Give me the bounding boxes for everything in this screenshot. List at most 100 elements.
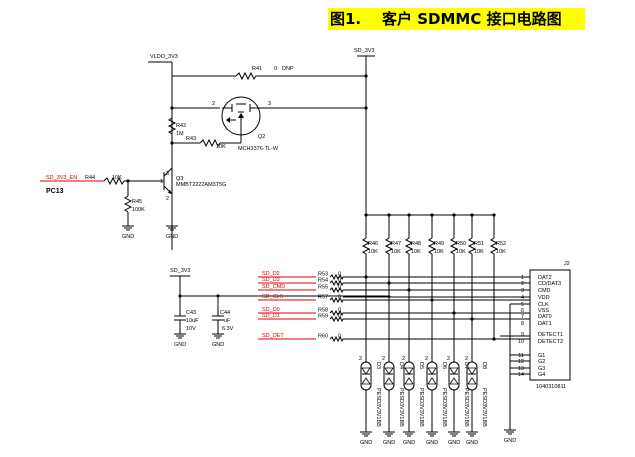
diode-triangle-down xyxy=(467,377,477,385)
pullup-resistor-1 xyxy=(361,237,371,255)
gnd-label-c43: GND xyxy=(174,342,186,348)
pullup-resistor-6 xyxy=(467,237,477,255)
q3-transistor xyxy=(150,167,173,195)
series-resistor xyxy=(329,296,344,304)
esd-diode-body xyxy=(448,361,460,391)
r43-value: 10K xyxy=(216,144,226,150)
q2-pin2: 2 xyxy=(212,101,215,107)
r44-value: 10K xyxy=(112,175,122,181)
diode-pin: 2 xyxy=(465,356,468,362)
pullup-value: 10K xyxy=(456,249,466,255)
series-resistor-value: 0 xyxy=(338,314,341,320)
diode-triangle-down xyxy=(404,377,414,385)
connector-pin-number: 12 xyxy=(518,359,524,365)
connector-pin-name: G2 xyxy=(538,359,545,365)
series-resistor-value: 0 xyxy=(338,334,341,340)
pullup-resistor-3 xyxy=(404,237,414,255)
series-resistor-ref: R59 xyxy=(318,314,328,320)
diode-triangle-up xyxy=(384,367,394,375)
pullup-resistor-5 xyxy=(449,237,459,255)
r41-ref: R41 xyxy=(252,66,262,72)
diode-triangle-up xyxy=(449,367,459,375)
r45-value: 100K xyxy=(132,207,145,213)
connector-pin-number: 2 xyxy=(521,281,524,287)
r41-resistor xyxy=(235,71,257,81)
connector-pin-name: G4 xyxy=(538,372,545,378)
c44-voltage: 6.3V xyxy=(222,326,234,332)
series-resistor-value: 0 xyxy=(338,295,341,301)
signal-net-label: SD_D2 xyxy=(262,271,280,277)
diode-ref: D4 xyxy=(398,362,404,369)
series-resistor-value: 0 xyxy=(338,308,341,314)
q3-pin1: 1 xyxy=(160,179,163,185)
pullup-ref: R51 xyxy=(474,241,484,247)
diode-triangle-down xyxy=(427,377,437,385)
signal-net-label: SD_D1 xyxy=(262,313,280,319)
diode-triangle-down xyxy=(361,377,371,385)
pc13-label: PC13 xyxy=(46,188,64,195)
power-switch-section: VLDO_3V3 SD_3V3 R41 0 DNP 2 3 xyxy=(40,48,375,250)
r44-ref: R44 xyxy=(85,175,95,181)
diode-ref: D5 xyxy=(418,362,424,369)
signal-net-label: SD_DET xyxy=(262,333,284,339)
series-resistor xyxy=(329,335,344,343)
pullup-ref: R46 xyxy=(368,241,378,247)
series-resistor xyxy=(329,309,344,317)
pullup-value: 10K xyxy=(434,249,444,255)
connector-pin-number: 10 xyxy=(518,339,524,345)
diode-part: PESD3V3V1BB xyxy=(441,388,447,427)
connector-ref: J2 xyxy=(564,261,570,267)
c44-value: uF xyxy=(224,318,231,324)
series-resistor-ref: R53 xyxy=(318,272,328,278)
gnd-label-c44: GND xyxy=(212,342,224,348)
connector-pin-number: 6 xyxy=(521,308,524,314)
diode-triangle-up xyxy=(427,367,437,375)
series-resistor-ref: R57 xyxy=(318,295,328,301)
connector-pin-name: G3 xyxy=(538,366,545,372)
diode-ref: D6 xyxy=(441,362,447,369)
pullup-ref: R52 xyxy=(496,241,506,247)
gnd-symbol xyxy=(121,225,135,231)
net-label-sd3v3-left: SD_3V3 xyxy=(170,268,191,274)
connector-pin-name: DETECT1 xyxy=(538,332,563,338)
connector-pin-number: 1 xyxy=(521,275,524,281)
connector-pin-name: DAT0 xyxy=(538,314,552,320)
gnd-label: GND xyxy=(360,440,372,446)
r43-resistor xyxy=(199,138,221,148)
series-resistor xyxy=(329,315,344,323)
q3-pin2: 2 xyxy=(166,196,169,202)
connector-pin-name: G1 xyxy=(538,353,545,359)
c43-ref: C43 xyxy=(186,310,196,316)
diode-part: PESD3V3V1BB xyxy=(463,388,469,427)
esd-diodes: 2D3PESD3V3V1BBGND2D4PESD3V3V1BBGND2D5PES… xyxy=(359,277,487,446)
q3-part: MMBT2222AM3T5G xyxy=(176,182,226,188)
r45-resistor xyxy=(123,195,133,213)
gnd-label-q3: GND xyxy=(166,234,178,240)
diode-triangle-down xyxy=(384,377,394,385)
diode-triangle-up xyxy=(361,367,371,375)
diode-pin: 2 xyxy=(402,356,405,362)
q2-ref: Q2 xyxy=(258,134,265,140)
gnd-label: GND xyxy=(383,440,395,446)
pullup-value: 10K xyxy=(391,249,401,255)
series-resistor xyxy=(329,279,344,287)
gnd-symbol xyxy=(425,431,439,437)
connector-pin-number: 13 xyxy=(518,366,524,372)
connector-pin-name: CD/DAT3 xyxy=(538,281,561,287)
decoupling-section: SD_3V3 GND C43 10uF 10V GND C44 uF 6.3V xyxy=(170,268,390,348)
signal-net-label: SD_CMD xyxy=(262,284,285,290)
diode-part: PESD3V3V1BB xyxy=(398,388,404,427)
diode-part: PESD3V3V1BB xyxy=(418,388,424,427)
diode-pin: 2 xyxy=(359,356,362,362)
connector-pin-name: VDD xyxy=(538,295,550,301)
series-resistor-ref: R60 xyxy=(318,334,328,340)
connector-pin-number: 3 xyxy=(521,288,524,294)
signal-net-label: SD_D0 xyxy=(262,307,280,313)
net-label-vldo: VLDO_3V3 xyxy=(150,54,178,60)
series-resistor-ref: R54 xyxy=(318,278,328,284)
diode-pin: 2 xyxy=(447,356,450,362)
connector-pin-number: 14 xyxy=(518,372,524,378)
diode-ref: D8 xyxy=(481,362,487,369)
pullup-value: 10K xyxy=(368,249,378,255)
